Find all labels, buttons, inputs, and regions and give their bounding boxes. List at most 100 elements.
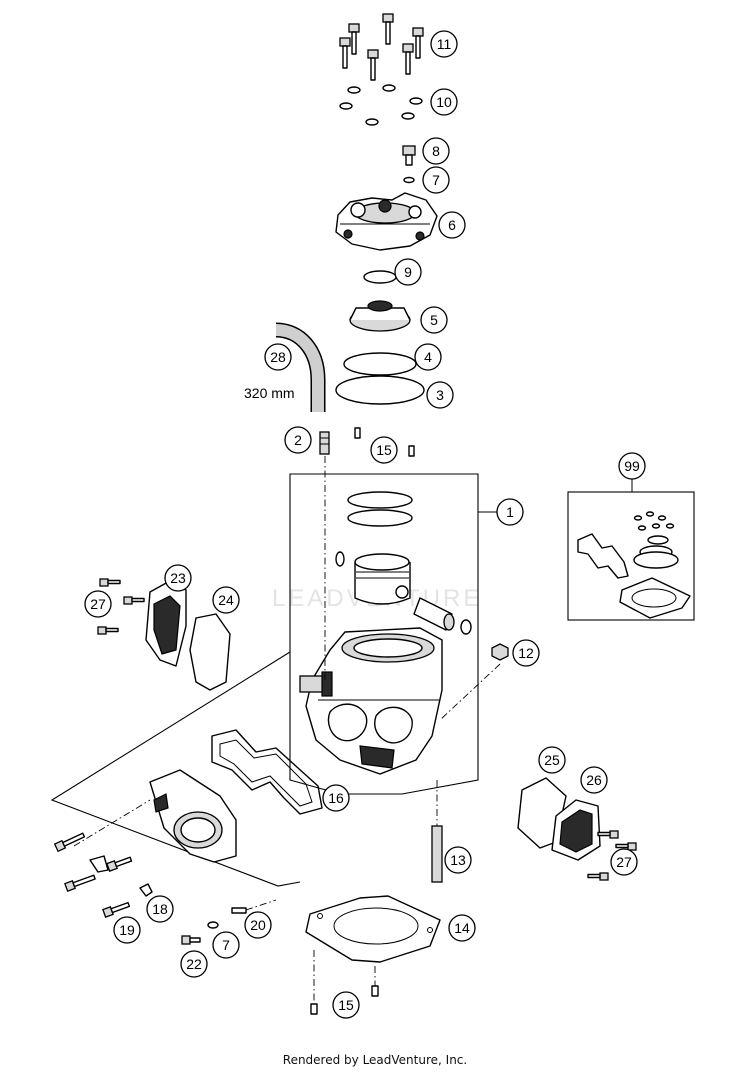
piston-ring (347, 491, 413, 509)
circlip (460, 619, 472, 635)
svg-text:26: 26 (586, 772, 602, 788)
dowel-pin (408, 445, 415, 457)
svg-text:18: 18 (152, 901, 168, 917)
svg-text:23: 23 (170, 570, 186, 586)
intake-flange (149, 769, 237, 863)
callout-6[interactable]: 6 (438, 211, 466, 239)
svg-text:7: 7 (432, 172, 440, 188)
dowel-pin (371, 985, 379, 997)
callout-26[interactable]: 26 (580, 766, 608, 794)
callout-27[interactable]: 27 (84, 590, 112, 618)
callout-7[interactable]: 7 (212, 931, 240, 959)
washer-7-lower (207, 921, 219, 929)
circlip (335, 551, 345, 567)
piston-pin (413, 597, 455, 631)
callout-9[interactable]: 9 (394, 258, 422, 286)
callout-10[interactable]: 10 (430, 88, 458, 116)
svg-text:11: 11 (437, 36, 452, 52)
callout-20[interactable]: 20 (244, 911, 272, 939)
callout-18[interactable]: 18 (146, 895, 174, 923)
cover-bolts-left (97, 578, 145, 635)
callout-27[interactable]: 27 (610, 848, 638, 876)
callout-8[interactable]: 8 (422, 137, 450, 165)
callout-12[interactable]: 12 (512, 639, 540, 667)
callout-16[interactable]: 16 (322, 784, 350, 812)
svg-text:2: 2 (294, 432, 302, 448)
svg-text:10: 10 (436, 94, 452, 110)
callout-7[interactable]: 7 (422, 166, 450, 194)
o-ring-4 (343, 352, 417, 376)
svg-text:16: 16 (328, 790, 344, 806)
head-bolts (339, 13, 424, 81)
svg-text:27: 27 (90, 596, 106, 612)
hose-nipple (319, 431, 330, 455)
svg-text:7: 7 (222, 937, 230, 953)
callout-3[interactable]: 3 (426, 381, 454, 409)
plug-screw (402, 145, 416, 184)
svg-text:6: 6 (448, 217, 456, 233)
intake-group-frame (50, 651, 301, 887)
breather-hose (275, 322, 326, 412)
svg-text:99: 99 (624, 458, 640, 474)
callout-24[interactable]: 24 (212, 586, 240, 614)
callout-11[interactable]: 11 (430, 30, 458, 58)
washers (339, 84, 423, 126)
callout-13[interactable]: 13 (444, 846, 472, 874)
hose-length-label: 320 mm (244, 385, 295, 401)
clamp-bracket (89, 855, 109, 873)
cover-gasket-left (189, 613, 231, 691)
piston (354, 553, 411, 605)
svg-text:12: 12 (518, 645, 534, 661)
svg-text:13: 13 (450, 852, 466, 868)
svg-text:28: 28 (270, 349, 286, 365)
o-ring-3 (335, 375, 425, 405)
svg-text:8: 8 (432, 143, 440, 159)
callout-99[interactable]: 99 (618, 452, 646, 480)
piston-ring (347, 509, 413, 527)
cylinder-head (335, 192, 438, 251)
callout-28[interactable]: 28 (264, 343, 292, 371)
svg-text:24: 24 (218, 592, 234, 608)
svg-text:27: 27 (616, 854, 632, 870)
exhaust-control-cover-left (145, 581, 187, 667)
combustion-chamber-insert (349, 300, 411, 332)
nut (491, 643, 509, 661)
svg-text:5: 5 (430, 312, 438, 328)
svg-text:15: 15 (338, 997, 354, 1013)
callout-19[interactable]: 19 (113, 916, 141, 944)
svg-text:14: 14 (454, 920, 470, 936)
stud (431, 825, 443, 883)
cylinder-body (299, 627, 443, 775)
cylinder-base-gasket (305, 895, 441, 963)
callout-1[interactable]: 1 (496, 498, 524, 526)
dowel-pin (354, 427, 361, 439)
dowel-pin (310, 1003, 318, 1015)
footer-credit: Rendered by LeadVenture, Inc. (282, 1053, 468, 1067)
svg-text:22: 22 (186, 956, 202, 972)
gasket-set-contents (577, 511, 691, 619)
o-ring-9 (363, 270, 397, 284)
svg-text:20: 20 (250, 917, 266, 933)
svg-text:25: 25 (544, 752, 560, 768)
svg-text:3: 3 (436, 387, 444, 403)
callout-15[interactable]: 15 (370, 436, 398, 464)
clip-18 (139, 883, 153, 897)
callout-2[interactable]: 2 (284, 426, 312, 454)
callout-23[interactable]: 23 (164, 564, 192, 592)
exhaust-control-cover-right (551, 799, 601, 861)
svg-text:19: 19 (119, 922, 135, 938)
callout-5[interactable]: 5 (420, 306, 448, 334)
cover-bolts-right (587, 830, 637, 881)
svg-text:1: 1 (506, 504, 514, 520)
gasket-set-frame (567, 491, 695, 621)
callout-22[interactable]: 22 (180, 950, 208, 978)
callout-14[interactable]: 14 (448, 914, 476, 942)
pin-20 (231, 907, 247, 914)
callout-15[interactable]: 15 (332, 991, 360, 1019)
callout-4[interactable]: 4 (414, 343, 442, 371)
reed-valve-gasket (211, 729, 323, 815)
svg-text:4: 4 (424, 349, 432, 365)
callout-25[interactable]: 25 (538, 746, 566, 774)
svg-text:9: 9 (404, 264, 412, 280)
